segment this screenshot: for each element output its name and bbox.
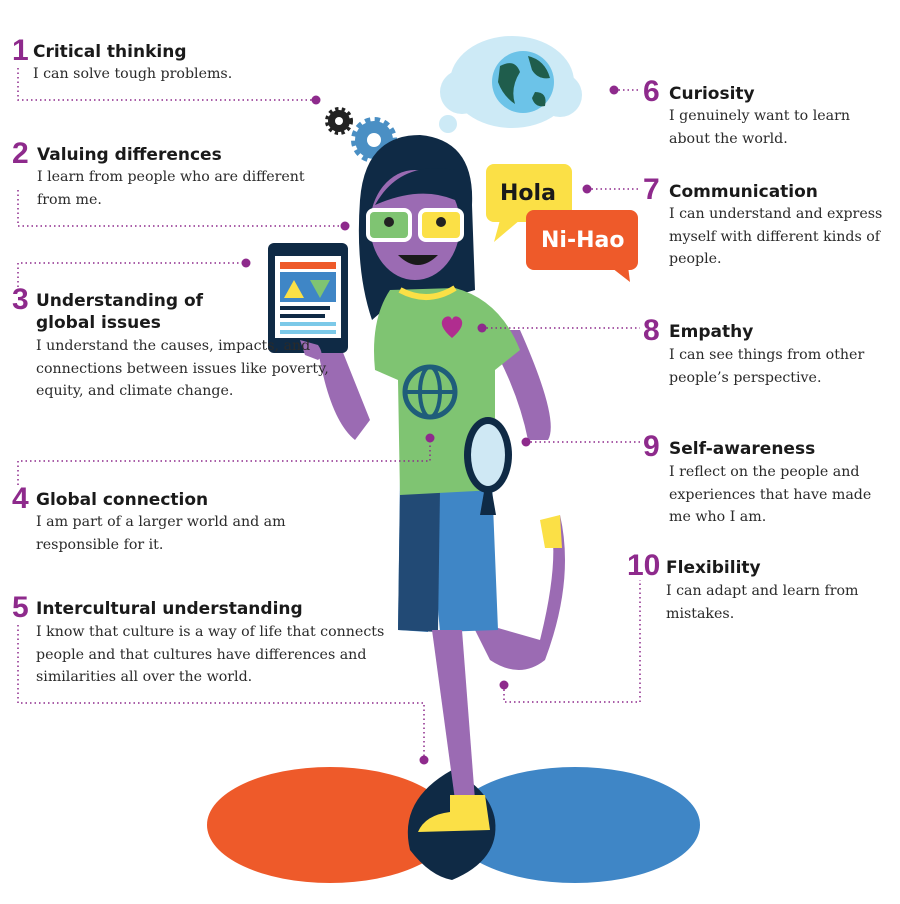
hola-text: Hola xyxy=(500,181,556,206)
item-10-number: 10 xyxy=(627,549,661,582)
item-4-number: 4 xyxy=(12,482,29,515)
item-1-number: 1 xyxy=(12,34,29,67)
item-2-desc: I learn from people who are different fr… xyxy=(37,169,305,208)
nihao-text: Ni-Hao xyxy=(541,228,625,253)
blue-circle xyxy=(450,767,700,883)
item-6-title: Curiosity xyxy=(669,84,755,104)
item-3-title: Understanding of global issues xyxy=(36,291,204,333)
item-8-title: Empathy xyxy=(669,322,754,342)
nihao-bubble xyxy=(526,210,638,270)
item-7-number: 7 xyxy=(643,173,660,206)
thought-cloud xyxy=(420,36,582,152)
item-6-number: 6 xyxy=(643,75,660,108)
item-1-desc: I can solve tough problems. xyxy=(33,66,233,82)
item-5-title: Intercultural understanding xyxy=(36,599,303,619)
item-4-title: Global connection xyxy=(36,490,209,510)
item-3-number: 3 xyxy=(12,283,29,316)
item-7-desc: I can understand and express myself with… xyxy=(669,206,883,267)
item-5-number: 5 xyxy=(12,591,29,624)
item-5-desc: I know that culture is a way of life tha… xyxy=(36,624,385,685)
heart-icon xyxy=(441,316,463,338)
item-7-title: Communication xyxy=(669,182,818,202)
shirt-globe-icon xyxy=(402,364,458,420)
item-2-number: 2 xyxy=(12,137,29,170)
connector-lines xyxy=(17,68,641,760)
item-10-title: Flexibility xyxy=(666,558,761,578)
item-4-desc: I am part of a larger world and am respo… xyxy=(36,514,286,553)
item-9-desc: I reflect on the people and experiences … xyxy=(669,464,872,525)
item-2-title: Valuing differences xyxy=(37,145,222,165)
hola-bubble xyxy=(486,164,572,222)
mirror-icon xyxy=(464,417,512,515)
item-8-number: 8 xyxy=(643,314,660,347)
item-1-title: Critical thinking xyxy=(33,42,187,62)
item-10-desc: I can adapt and learn from mistakes. xyxy=(666,583,859,622)
item-9-number: 9 xyxy=(643,430,660,463)
item-3-desc: I understand the causes, impacts, and co… xyxy=(36,338,329,399)
item-6-desc: I genuinely want to learn about the worl… xyxy=(669,108,851,147)
item-8-desc: I can see things from other people’s per… xyxy=(669,347,865,386)
item-9-title: Self-awareness xyxy=(669,439,816,459)
orange-circle xyxy=(207,767,453,883)
